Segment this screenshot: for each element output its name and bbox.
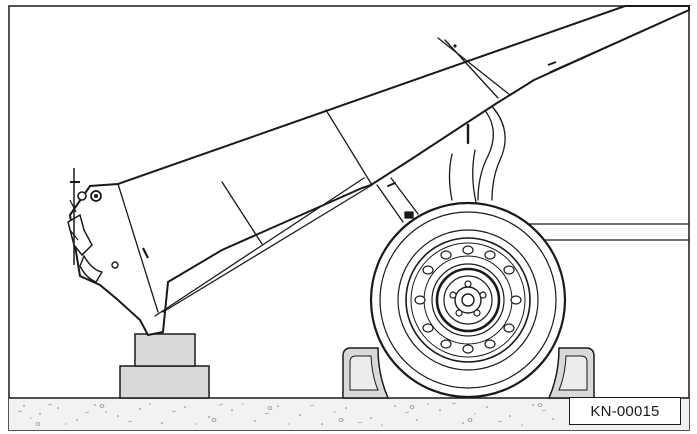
hydraulic-strut <box>376 103 506 223</box>
hub <box>431 263 505 337</box>
tire <box>369 201 567 399</box>
wheel-rim <box>405 237 531 363</box>
support-block-lower <box>119 365 210 399</box>
wheel-chock-right <box>547 347 595 399</box>
wheel-chock-left <box>342 347 390 399</box>
tilted-body <box>68 5 690 337</box>
lug-nut-ring <box>414 245 522 354</box>
support-block-upper <box>134 333 196 367</box>
tailgate-hinge <box>67 168 119 283</box>
reference-code: KN-00015 <box>569 397 681 425</box>
